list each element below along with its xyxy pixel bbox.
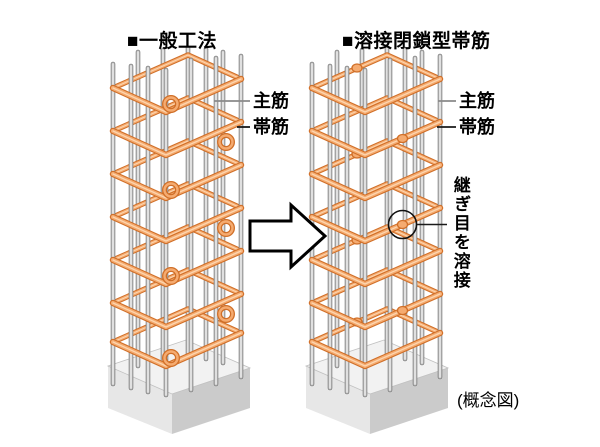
footing-left-face <box>108 366 172 434</box>
right-arrow-icon <box>248 201 328 271</box>
column-general-method <box>106 45 252 434</box>
label-hoop-left: 帯筋 <box>253 117 289 137</box>
transform-arrow <box>248 201 328 271</box>
leader-lines <box>214 100 456 226</box>
footing-right-face <box>370 368 448 434</box>
label-weld-note: 継ぎ目を溶接 <box>450 176 470 290</box>
weld-joint-dot <box>396 305 409 316</box>
weld-joint-circle <box>387 209 418 240</box>
label-main-bar-right: 主筋 <box>459 91 495 111</box>
footing-left-face <box>306 366 370 434</box>
label-hoop-right: 帯筋 <box>459 117 495 137</box>
figure-title-general: ■一般工法 <box>127 31 217 52</box>
column-welded-method <box>304 45 450 434</box>
weld-annotation <box>387 209 418 240</box>
figure-title-welded: ■溶接閉鎖型帯筋 <box>342 31 491 52</box>
footing-right-face <box>172 368 250 434</box>
weld-joint-dot <box>396 133 409 144</box>
caption-conceptual-figure: (概念図) <box>457 391 520 410</box>
weld-joint-dot <box>351 63 363 73</box>
label-main-bar-left: 主筋 <box>253 91 289 111</box>
weld-joint-dot <box>396 219 409 230</box>
